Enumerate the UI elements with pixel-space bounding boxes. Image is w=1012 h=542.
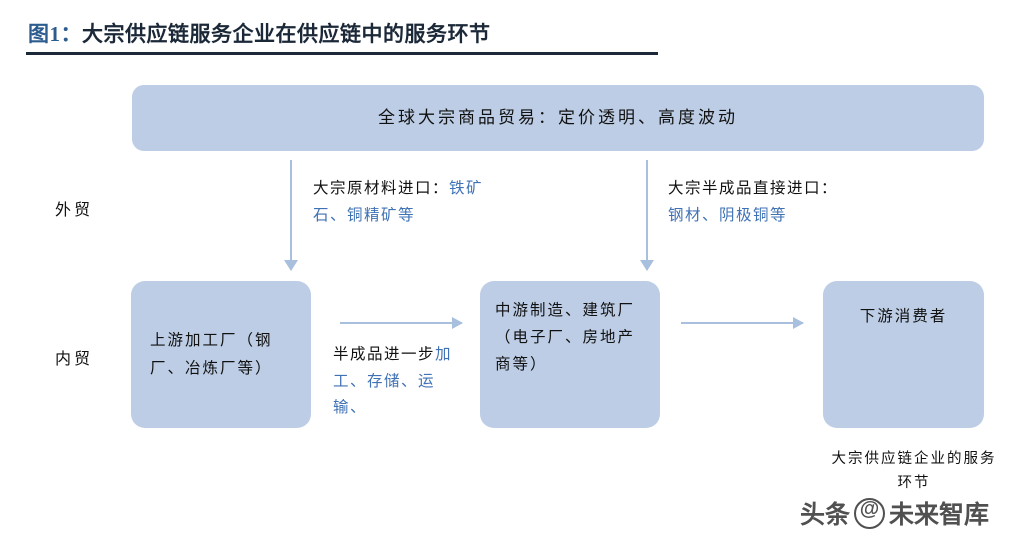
caption-service-scope: 大宗供应链企业的服务环节 bbox=[831, 451, 997, 491]
watermark: 头条 未来智库 bbox=[800, 495, 989, 531]
arrow-shaft bbox=[340, 322, 462, 324]
side-label-foreign-trade: 外贸 bbox=[55, 202, 94, 219]
annotation-semi-import-highlight: 钢材、阴极铜等 bbox=[668, 206, 788, 224]
upstream-label: 上游加工厂（钢厂、冶炼厂等） bbox=[150, 332, 273, 377]
arrow-shaft bbox=[290, 160, 292, 270]
arrow-shaft bbox=[646, 160, 648, 270]
midstream-box: 中游制造、建筑厂（电子厂、房地产商等） bbox=[480, 281, 660, 428]
arrow-head bbox=[452, 317, 463, 329]
arrow-head bbox=[284, 260, 298, 271]
watermark-account: 未来智库 bbox=[889, 501, 990, 529]
figure-title: 图1：大宗供应链服务企业在供应链中的服务环节 bbox=[28, 18, 491, 48]
arrow-down-icon-semi-import bbox=[640, 160, 654, 271]
annotation-raw-import: 大宗原材料进口：铁矿石、铜精矿等 bbox=[313, 176, 489, 229]
watermark-logo-icon bbox=[854, 496, 886, 529]
arrow-head bbox=[793, 317, 804, 329]
watermark-platform: 头条 bbox=[800, 501, 851, 529]
downstream-label: 下游消费者 bbox=[859, 308, 948, 325]
arrow-right-icon-upstream-to-midstream bbox=[340, 317, 463, 329]
arrow-right-icon-midstream-to-downstream bbox=[681, 317, 804, 329]
side-label-domestic-trade: 内贸 bbox=[55, 351, 94, 368]
global-trade-box: 全球大宗商品贸易：定价透明、高度波动 bbox=[132, 85, 984, 151]
annotation-processing: 半成品进一步加工、存储、运输、 bbox=[333, 342, 461, 422]
arrow-head bbox=[640, 260, 654, 271]
arrow-down-icon-raw-import bbox=[284, 160, 298, 271]
annotation-semi-import: 大宗半成品直接进口： 钢材、阴极铜等 bbox=[668, 176, 844, 229]
global-trade-label: 全球大宗商品贸易：定价透明、高度波动 bbox=[378, 108, 738, 128]
title-divider bbox=[26, 52, 658, 55]
figure-title-text: 大宗供应链服务企业在供应链中的服务环节 bbox=[82, 22, 491, 46]
figure-number: 图1： bbox=[28, 22, 82, 46]
upstream-box: 上游加工厂（钢厂、冶炼厂等） bbox=[131, 281, 311, 428]
annotation-raw-import-highlight: 铁矿石、铜精矿等 bbox=[313, 180, 484, 224]
annotation-raw-import-plain: 大宗原材料进口： bbox=[313, 180, 450, 197]
annotation-processing-plain: 半成品进一步 bbox=[333, 346, 436, 363]
downstream-box: 下游消费者 bbox=[823, 281, 984, 428]
midstream-label: 中游制造、建筑厂（电子厂、房地产商等） bbox=[495, 302, 636, 374]
annotation-semi-import-plain: 大宗半成品直接进口： bbox=[668, 180, 839, 197]
annotation-processing-highlight: 加工、存储、运输、 bbox=[333, 346, 453, 417]
arrow-shaft bbox=[681, 322, 803, 324]
